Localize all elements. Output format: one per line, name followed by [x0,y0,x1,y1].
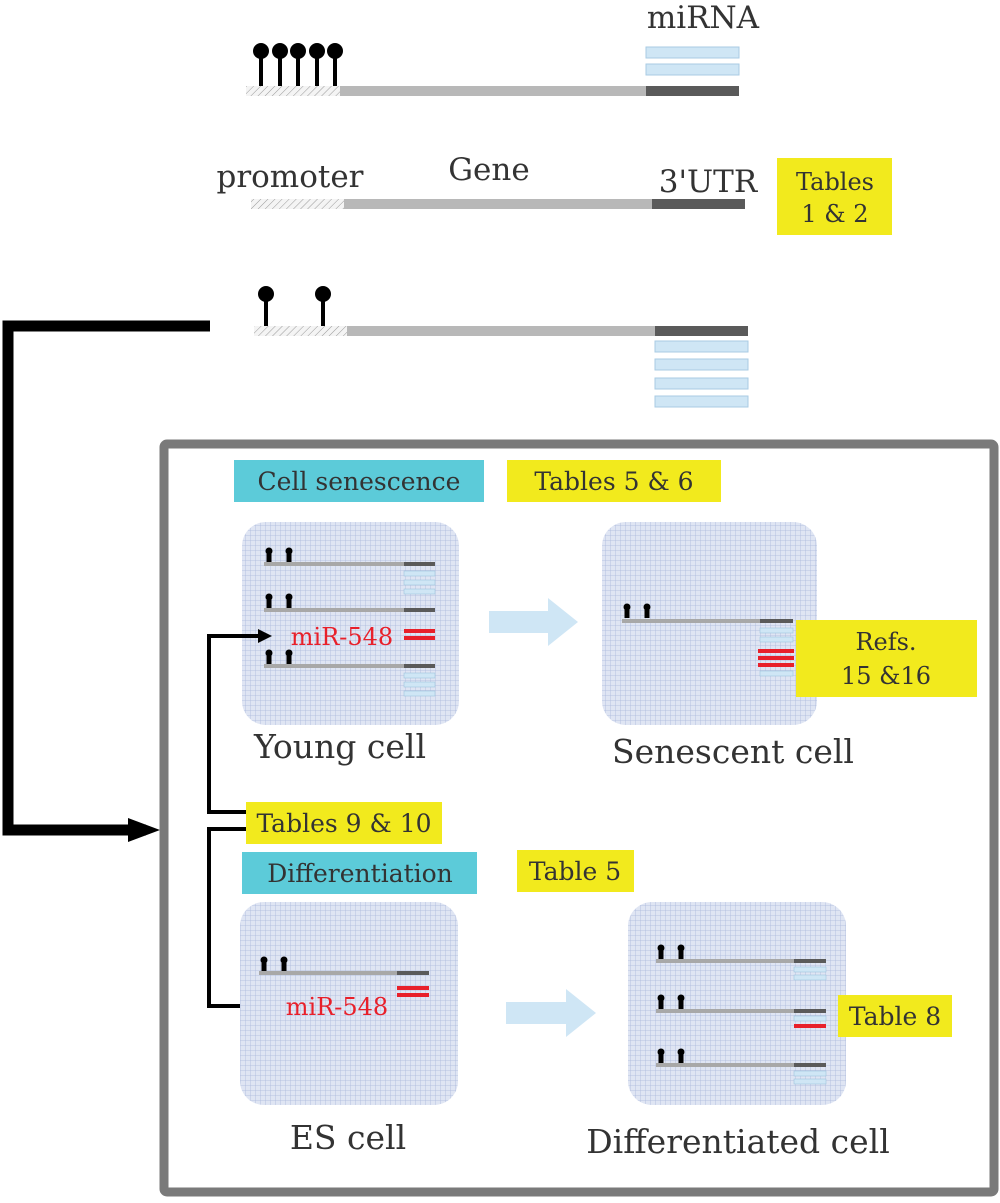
methylation-head [315,286,331,302]
main-connector-line [2,320,210,836]
mirna-bar [645,63,740,76]
table-8-label: Table 8 [849,1002,941,1031]
table-8-badge [838,995,952,1037]
connector-to-young [207,634,262,814]
mirna-bar [654,358,749,371]
tables-5-6-label: Tables 5 & 6 [534,467,693,496]
utr-segment [646,86,739,96]
methylation-heads [253,43,343,59]
senescence-transition-arrow [489,598,578,646]
table-5-badge [517,850,634,892]
tables-5-6-badge [507,460,721,502]
contexts-frame [159,439,999,1197]
tables-1-2-line1: Tables [796,168,874,196]
refs-line1: Refs. [855,628,916,656]
gene-diagram-methylated: miRNA [246,0,760,96]
differentiated-cell-label: Differentiated cell [586,1122,890,1161]
senescent-cell [602,522,817,725]
gene-body-segment [347,326,655,336]
tables-9-10-label: Tables 9 & 10 [256,809,431,838]
differentiated-cell-genes [656,944,827,1085]
young-cell-genes [264,547,436,697]
connector-to-young-arrowhead [258,629,272,643]
table-5-label: Table 5 [529,857,621,886]
gene-body-segment [344,199,652,209]
young-mir548-label: miR-548 [291,623,393,651]
promoter-label: promoter [216,159,363,195]
es-cell-label: ES cell [290,1118,406,1157]
refs-15-16-badge [796,620,977,697]
tables-1-2-badge [777,158,892,235]
gene-label: Gene [448,152,529,188]
promoter-segment [246,86,340,96]
tables-9-10-badge [246,802,442,844]
middle-connectors: Tables 9 & 10 [207,629,442,1013]
main-connector-arrowhead [128,818,160,842]
promoter-segment [251,199,344,209]
mirna-bar [654,395,749,408]
mirna-bar [654,377,749,390]
differentiation-transition-arrow [506,989,596,1037]
es-cell [240,902,458,1105]
cell-senescence-tag [234,460,484,502]
gene-diagram-reference: promoter Gene 3'UTR Tables 1 & 2 [216,152,892,235]
gene-diagram-hypomethylated [254,286,749,408]
mirna-bar [654,340,749,353]
utr-label: 3'UTR [659,164,759,200]
refs-line2: 15 &16 [841,662,931,690]
es-mir548-label: miR-548 [286,993,388,1021]
connector-to-es [207,827,260,1008]
promoter-segment [254,326,347,336]
mirna-label: miRNA [647,0,760,36]
senescence-section: Cell senescence Tables 5 & 6 [234,460,977,771]
gene-body-segment [340,86,646,96]
differentiation-section: Differentiation Table 5 miR-548 ES cell [240,850,952,1161]
methylation-head [258,286,274,302]
young-cell-label: Young cell [253,727,426,766]
methylation-lollipops [259,56,337,86]
utr-segment [652,199,745,209]
senescent-cell-genes [622,603,794,677]
differentiation-label: Differentiation [267,859,453,888]
tables-1-2-line2: 1 & 2 [801,200,868,228]
senescent-cell-label: Senescent cell [612,732,854,771]
cell-senescence-label: Cell senescence [258,467,461,496]
utr-segment [655,326,748,336]
differentiation-tag [242,852,477,894]
es-cell-genes [259,956,429,997]
mirna-bar [645,46,740,59]
